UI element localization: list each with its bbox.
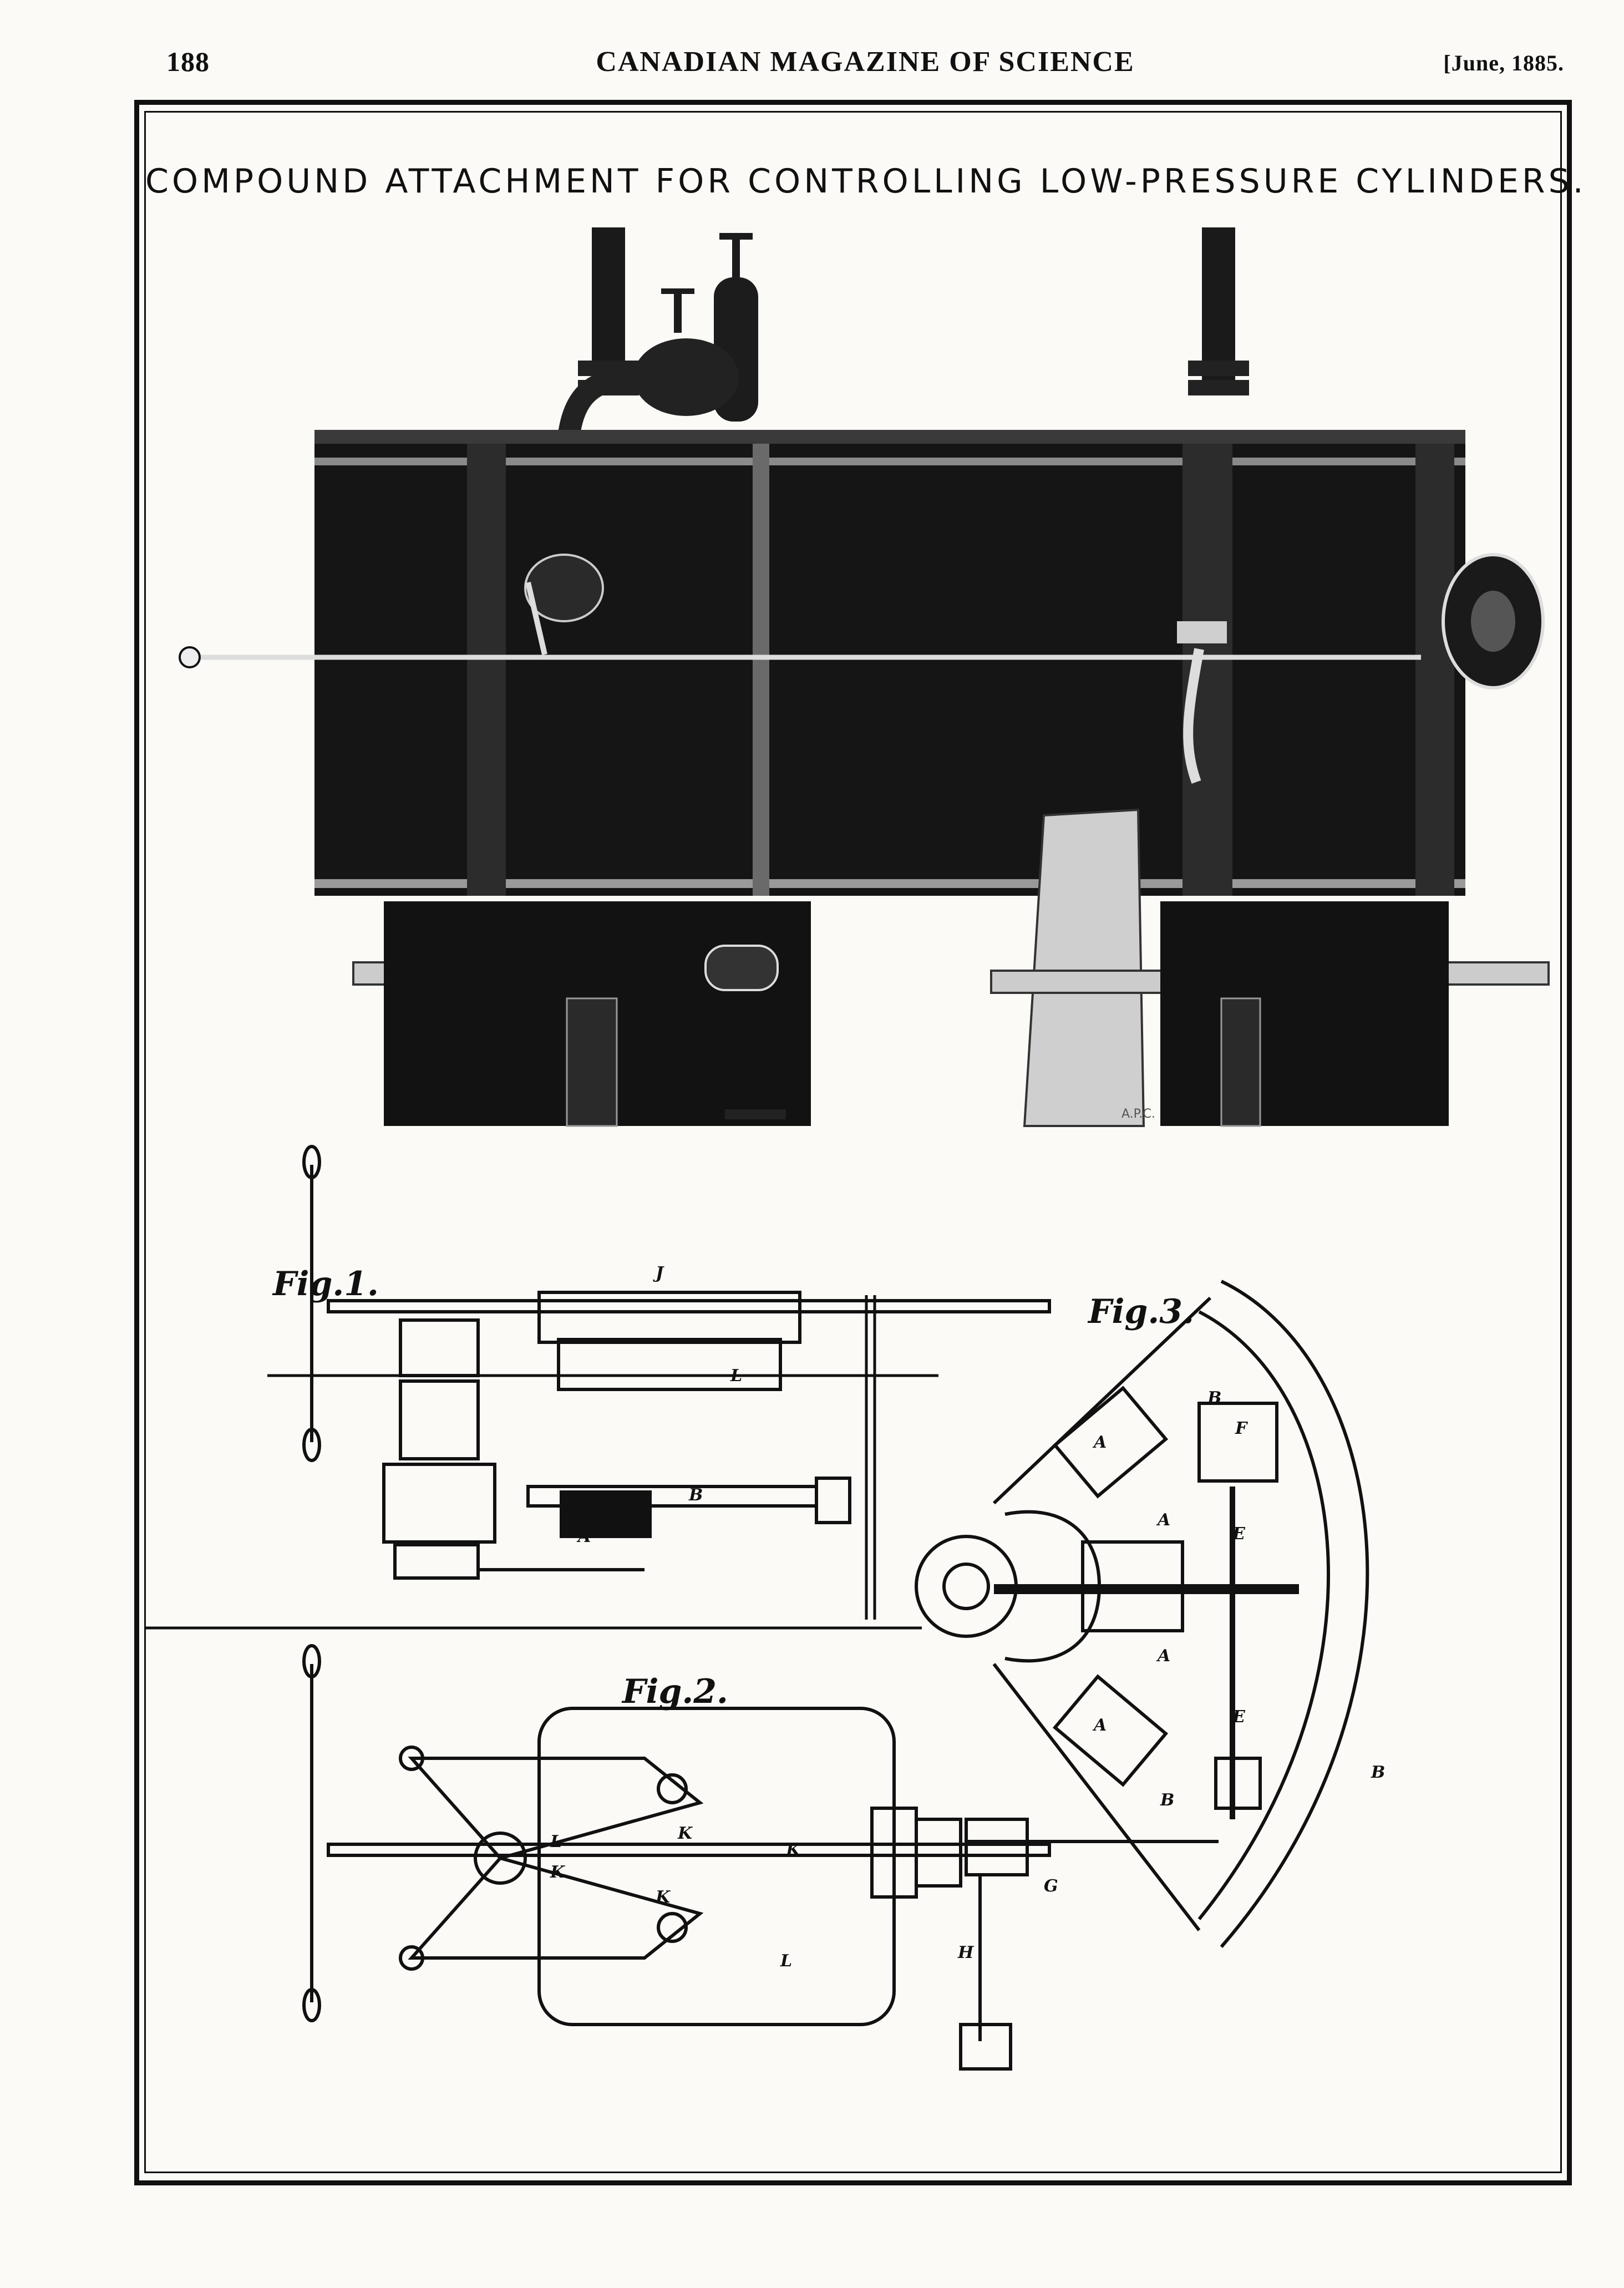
fig1-diagram: Fig.1. J L B A (145, 1145, 1051, 1630)
fig3-part-g: G (1044, 1876, 1058, 1896)
journal-title: CANADIAN MAGAZINE OF SCIENCE (596, 46, 1135, 78)
fig2-part-k-lower: K (655, 1888, 671, 1907)
running-header: 188 CANADIAN MAGAZINE OF SCIENCE [June, … (166, 45, 1564, 84)
fig2-part-k-upper: K (677, 1824, 693, 1843)
fig3-part-b-upper: B (1207, 1388, 1221, 1408)
fig1-part-b: B (688, 1485, 703, 1505)
fig2-part-l-lower: L (780, 1951, 792, 1971)
cylinder-engraving: A.P.C. (179, 227, 1550, 1127)
fig3-part-a-bottom: A (1092, 1716, 1107, 1735)
fig2-part-k-left: K (550, 1863, 566, 1882)
issue-date: [June, 1885. (1443, 50, 1564, 75)
fig1-part-l: L (730, 1366, 742, 1386)
fig3-part-e-lower: E (1232, 1707, 1246, 1727)
fig3-part-f: F (1235, 1419, 1249, 1438)
fig3-part-e-upper: E (1232, 1524, 1246, 1544)
engraving-illustration: A.P.C. Fig.1. J L B A (145, 227, 1550, 2071)
engraver-mark: A.P.C. (1121, 1107, 1155, 1121)
fig1-label: Fig.1. (272, 1265, 379, 1303)
plate-frame-inner (144, 111, 1562, 2173)
fig3-part-b-arc: B (1371, 1763, 1385, 1782)
fig2-part-l-upper: L (550, 1832, 562, 1851)
fig2-part-k-right: K (785, 1840, 801, 1860)
fig2-diagram: Fig.2. L K K K K L (302, 1644, 1051, 2026)
fig2-label: Fig.2. (621, 1672, 728, 1711)
fig1-part-a: A (576, 1527, 591, 1546)
fig3-part-a-lower: A (1156, 1646, 1170, 1666)
fig1-part-j: J (653, 1264, 664, 1283)
fig3-part-b-rod: B (1160, 1790, 1174, 1810)
fig3-diagram: Fig.3. B A F A E A A E B B G H (915, 1280, 1385, 2071)
fig3-part-a-mid: A (1156, 1510, 1170, 1530)
plate-title: COMPOUND ATTACHMENT FOR CONTROLLING LOW-… (145, 162, 1587, 201)
fig3-label: Fig.3. (1087, 1292, 1194, 1331)
page-number: 188 (166, 46, 210, 77)
fig3-part-h: H (957, 1943, 975, 1962)
fig3-part-a-upper: A (1092, 1433, 1107, 1452)
plate-frame-outer (134, 100, 1572, 2185)
